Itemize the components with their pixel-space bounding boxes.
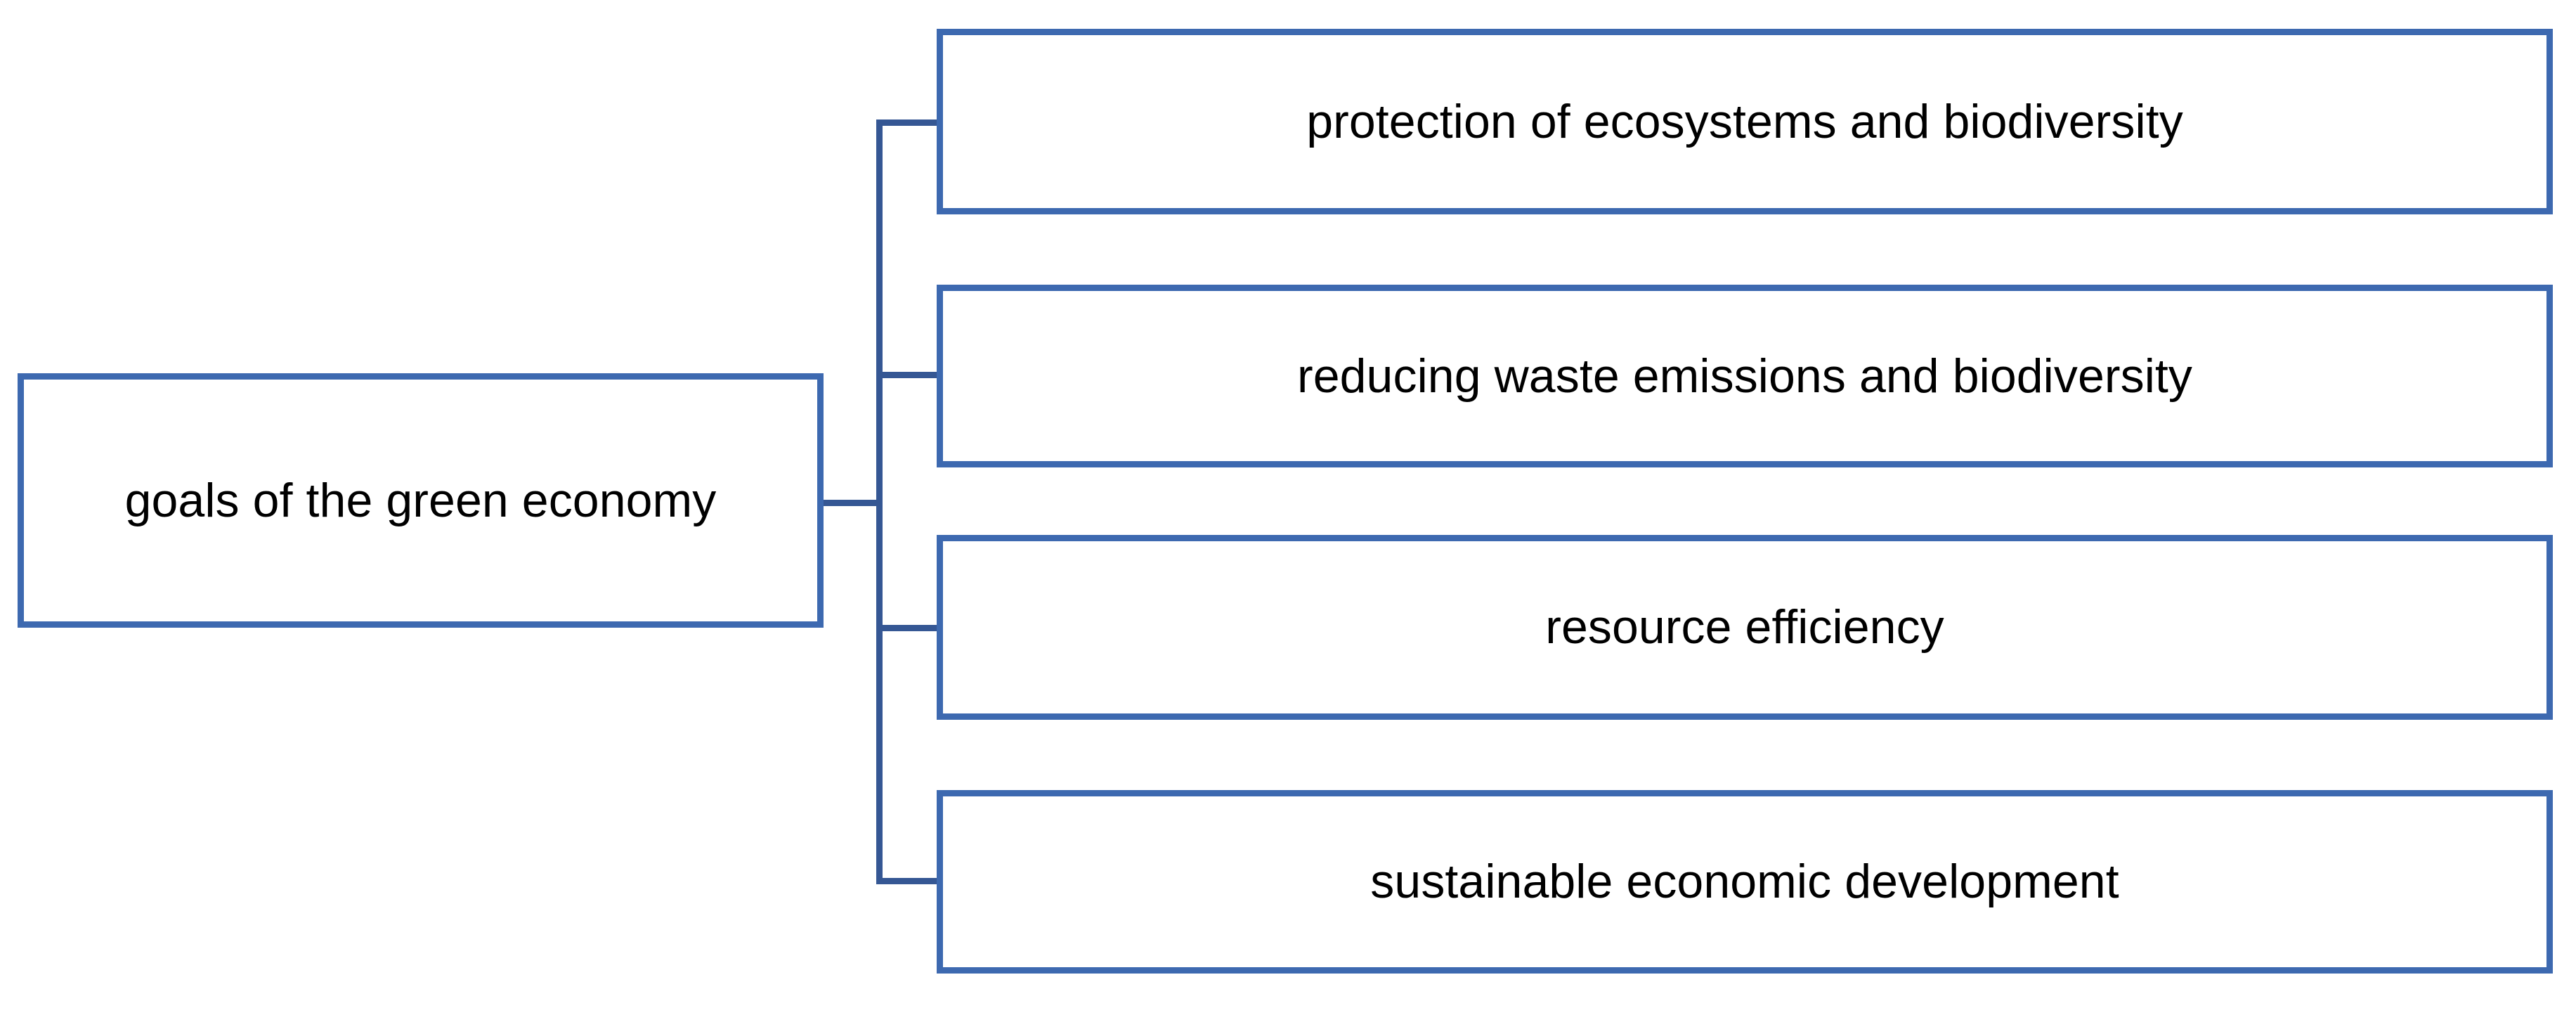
child-node-reducing-waste-emissions-and-biodiversity[interactable]: reducing waste emissions and biodiversit… [937,285,2553,467]
child-node-sustainable-economic-development[interactable]: sustainable economic development [937,790,2553,974]
child-node-protection-of-ecosystems-and-biodiversity[interactable]: protection of ecosystems and biodiversit… [937,29,2553,214]
connector-branch-to-child-2 [876,372,939,378]
root-node-label: goals of the green economy [124,473,717,527]
child-node-label: resource efficiency [1545,600,1944,654]
connector-branch-to-child-4 [876,878,939,884]
child-node-label: reducing waste emissions and biodiversit… [1296,349,2193,403]
child-node-resource-efficiency[interactable]: resource efficiency [937,535,2553,720]
connector-root-to-trunk [820,500,882,506]
child-node-label: protection of ecosystems and biodiversit… [1306,94,2183,148]
connector-vertical-trunk [876,122,883,884]
child-node-label: sustainable economic development [1370,855,2119,909]
connector-branch-to-child-3 [876,625,939,631]
connector-branch-to-child-1 [876,119,939,126]
root-node-goals-of-the-green-economy[interactable]: goals of the green economy [18,373,824,628]
